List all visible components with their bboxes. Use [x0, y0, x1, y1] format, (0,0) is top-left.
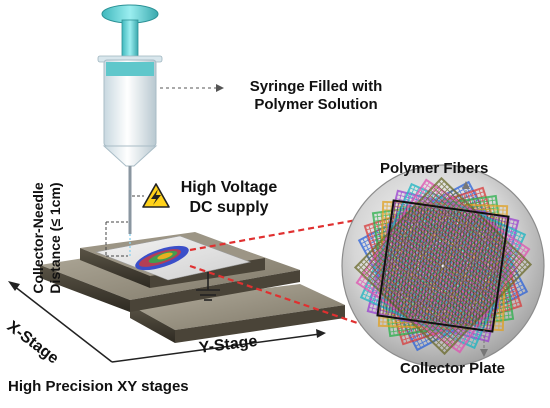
stages-caption: High Precision XY stages [8, 378, 189, 395]
zoom-line-lower [189, 264, 373, 330]
fiber-layer-top [379, 202, 506, 330]
x-axis-arrowhead [8, 281, 20, 291]
syringe [97, 4, 163, 258]
ground-symbol-icon [196, 272, 220, 301]
distance-label-line1: Collector-Needle [30, 182, 46, 294]
stage-fiber-deposit [135, 245, 189, 271]
polymer-fibers-label: Polymer Fibers [380, 160, 489, 177]
fiber-mesh [353, 176, 533, 356]
xy-stage-assembly [40, 216, 373, 343]
syringe-label-line2: Polymer Solution [254, 96, 378, 113]
y-axis-arrowhead [316, 329, 326, 338]
hv-label: High Voltage DC supply [164, 178, 294, 218]
collector-plate-label: Collector Plate [400, 360, 506, 377]
current-fiber-layer [376, 199, 510, 333]
zoom-line-upper [189, 216, 369, 252]
collector-disc-zoom [341, 164, 545, 368]
hv-label-line2: DC supply [189, 199, 269, 216]
high-voltage-warning-icon [142, 183, 170, 208]
distance-bracket [105, 221, 128, 257]
plunger-rod [121, 19, 139, 61]
xy-axes [13, 285, 321, 363]
y-stage-plate [130, 284, 345, 343]
distance-label: Collector-Needle Distance (≤ 1cm) [30, 158, 64, 318]
hv-label-line1: High Voltage [180, 179, 278, 196]
syringe-label-line1: Syringe Filled with [249, 78, 383, 95]
syringe-needle [128, 166, 132, 234]
syringe-label: Syringe Filled with Polymer Solution [226, 78, 406, 114]
distance-label-line2: Distance (≤ 1cm) [47, 182, 63, 294]
